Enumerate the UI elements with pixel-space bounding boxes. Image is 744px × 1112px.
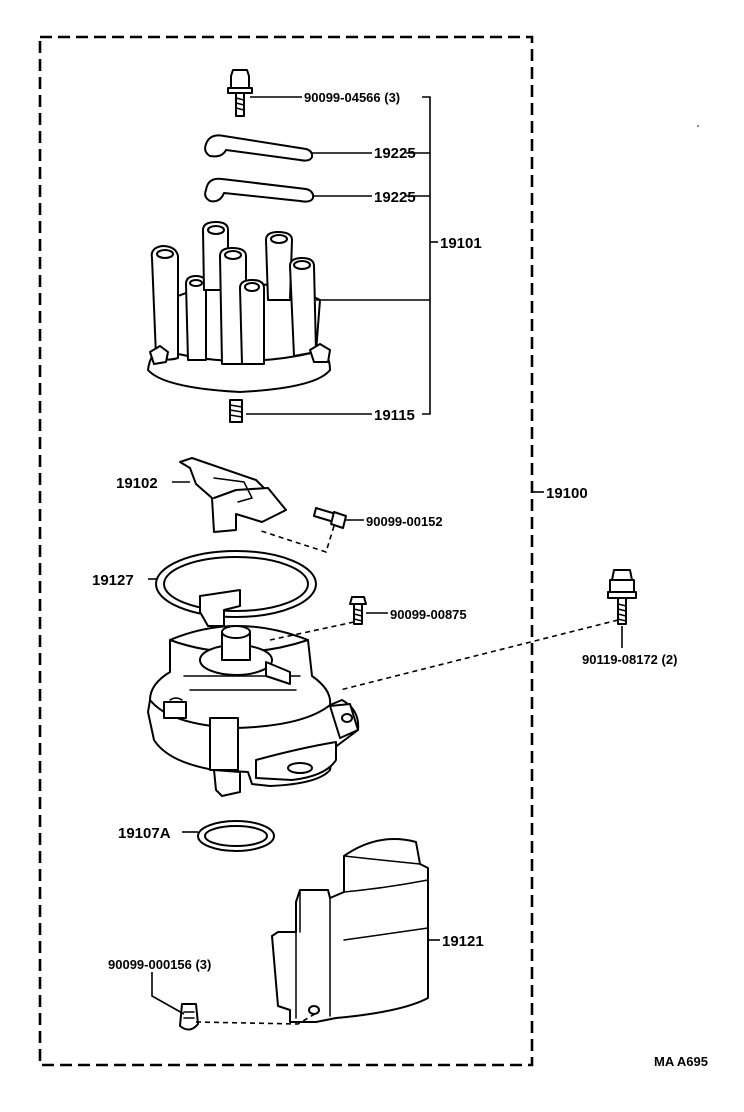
leader-lines xyxy=(148,96,623,1025)
scan-dot xyxy=(697,125,699,127)
label-cap-assembly: 19101 xyxy=(440,235,482,252)
assembly-boundary-frame xyxy=(38,35,534,1067)
bolt-top-part xyxy=(227,69,253,117)
label-cap-spring: 19115 xyxy=(374,407,415,424)
wire-1-part xyxy=(204,134,314,162)
diagram-code: MA A695 xyxy=(654,1054,708,1069)
label-wire-2: 19225 xyxy=(374,189,416,206)
cover-screw-part xyxy=(179,1003,199,1031)
label-rotor-screw: 90099-00152 xyxy=(366,514,443,529)
label-gasket: 19127 xyxy=(92,572,134,589)
wire-2-part xyxy=(204,177,315,203)
label-assembly: 19100 xyxy=(546,485,588,502)
rotor-screw-part xyxy=(313,507,347,529)
cover-part xyxy=(271,838,429,1023)
distributor-cap-part xyxy=(147,221,331,393)
label-bolt-top: 90099-04566 (3) xyxy=(304,90,400,105)
distributor-housing-part xyxy=(147,589,360,797)
rotor-part xyxy=(179,457,287,533)
cap-spring-part xyxy=(229,399,243,423)
label-cover: 19121 xyxy=(442,933,484,950)
housing-screw-part xyxy=(349,596,367,625)
mount-bolt-part xyxy=(607,569,637,625)
o-ring-part xyxy=(197,820,275,852)
label-mount-bolt: 90119-08172 (2) xyxy=(582,652,677,667)
label-o-ring: 19107A xyxy=(118,825,171,842)
label-wire-1: 19225 xyxy=(374,145,416,162)
label-housing-screw: 90099-00875 xyxy=(390,607,467,622)
label-cover-screw: 90099-000156 (3) xyxy=(108,957,211,972)
label-rotor: 19102 xyxy=(116,475,158,492)
